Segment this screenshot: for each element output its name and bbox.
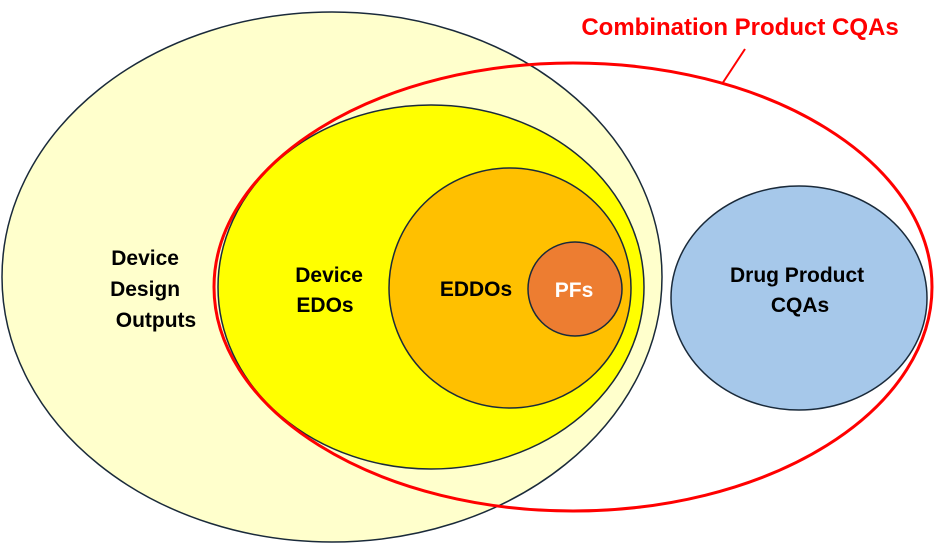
combination-product-cqas-set [212,61,934,513]
callout-line [721,48,746,85]
combination-product-cqas-title: Combination Product CQAs [581,14,898,41]
device-edos-label: Device EDOs [295,264,369,317]
eddos-label: EDDOs [440,278,512,301]
pfs-set [527,241,623,337]
drug-product-cqas-label: Drug Product CQAs [730,264,870,317]
drug-product-cqas-set [670,185,928,411]
pfs-label: PFs [555,279,594,302]
device-design-outputs-label: Device Design Outputs [110,247,196,332]
eddos-set [388,167,632,409]
